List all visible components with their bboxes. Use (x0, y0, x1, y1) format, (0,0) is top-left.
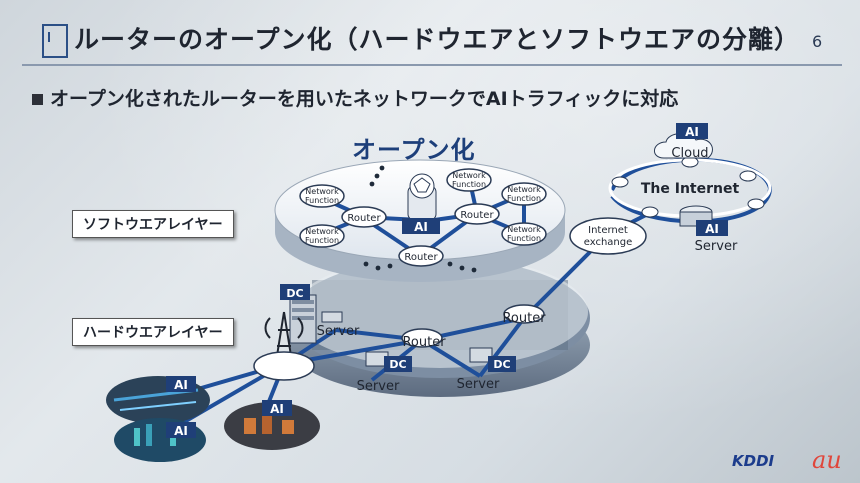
subtitle: オープン化されたルーターを用いたネットワークでAIトラフィックに対応 (50, 88, 679, 110)
svg-text:Function: Function (452, 180, 486, 189)
internet-title: The Internet (641, 181, 740, 197)
software-router-3: Router (398, 245, 444, 267)
edge-ai-badge-2: AI (174, 424, 188, 438)
dc-label-3: DC (493, 358, 510, 371)
svg-text:Network: Network (507, 225, 541, 234)
edge-hub (253, 351, 315, 381)
svg-text:Network: Network (452, 171, 486, 180)
exchange-line2: exchange (584, 237, 633, 248)
svg-text:Router: Router (404, 252, 438, 263)
svg-text:Router: Router (402, 335, 446, 350)
title-bar: ルーターのオープン化（ハードウエアとソフトウエアの分離） (18, 18, 818, 60)
page-number: 6 (812, 32, 823, 51)
au-logo: au (812, 446, 842, 474)
svg-text:Function: Function (507, 234, 541, 243)
svg-text:Server: Server (357, 379, 400, 394)
exchange-line1: Internet (588, 225, 628, 236)
internet-server-label: Server (695, 239, 738, 254)
server-ai-badge: AI (705, 222, 719, 236)
svg-text:Function: Function (305, 236, 339, 245)
edge-ai-badge-1: AI (174, 378, 188, 392)
ai-brain-node: AI (402, 173, 440, 234)
open-label: オープン化 (352, 136, 476, 164)
svg-text:Server: Server (317, 324, 360, 339)
network-function-5: Network Function (501, 222, 547, 246)
hardware-server-3: DC Server (457, 347, 516, 392)
page-title: ルーターのオープン化（ハードウエアとソフトウエアの分離） (74, 25, 801, 54)
software-ai-badge: AI (414, 220, 428, 234)
svg-text:Network: Network (305, 227, 339, 236)
title-divider (22, 64, 842, 66)
dc-rack-left: DC (280, 284, 317, 344)
svg-text:Network: Network (305, 187, 339, 196)
edge-scene-traffic: AI (106, 376, 210, 424)
cloud-node: Cloud AI (654, 123, 713, 161)
software-layer-label: ソフトウエアレイヤー (72, 210, 234, 238)
bullet-icon (32, 94, 43, 105)
svg-text:Router: Router (347, 213, 381, 224)
document-icon (42, 24, 68, 58)
svg-text:Function: Function (305, 196, 339, 205)
software-router-2: Router (454, 203, 500, 225)
edge-scene-city: AI (114, 418, 206, 462)
dc-label-1: DC (286, 287, 303, 300)
network-function-3: Network Function (446, 168, 492, 192)
dotted-connectors (363, 165, 477, 273)
internet-exchange-node: Internet exchange (569, 217, 647, 255)
cloud-label: Cloud (671, 146, 708, 161)
network-function-2: Network Function (299, 224, 345, 248)
software-router-1: Router (341, 206, 387, 228)
svg-text:Router: Router (502, 311, 546, 326)
network-function-4: Network Function (501, 182, 547, 206)
kddi-logo: KDDI (732, 452, 775, 470)
hardware-layer-label: ハードウエアレイヤー (72, 318, 234, 346)
internet-server: AI Server (679, 205, 738, 254)
hardware-server-2: DC Server (357, 351, 412, 394)
network-function-1: Network Function (299, 184, 345, 208)
svg-text:Server: Server (457, 377, 500, 392)
svg-text:Function: Function (507, 194, 541, 203)
cloud-ai-badge: AI (685, 125, 699, 139)
svg-text:Router: Router (460, 210, 494, 221)
hardware-server-1: Server (317, 311, 360, 339)
edge-ai-badge-3: AI (270, 402, 284, 416)
dc-label-2: DC (389, 358, 406, 371)
hardware-router-1: Router (401, 328, 446, 350)
edge-scene-factory: AI (224, 400, 320, 450)
hardware-router-2: Router (502, 304, 546, 326)
svg-text:Network: Network (507, 185, 541, 194)
